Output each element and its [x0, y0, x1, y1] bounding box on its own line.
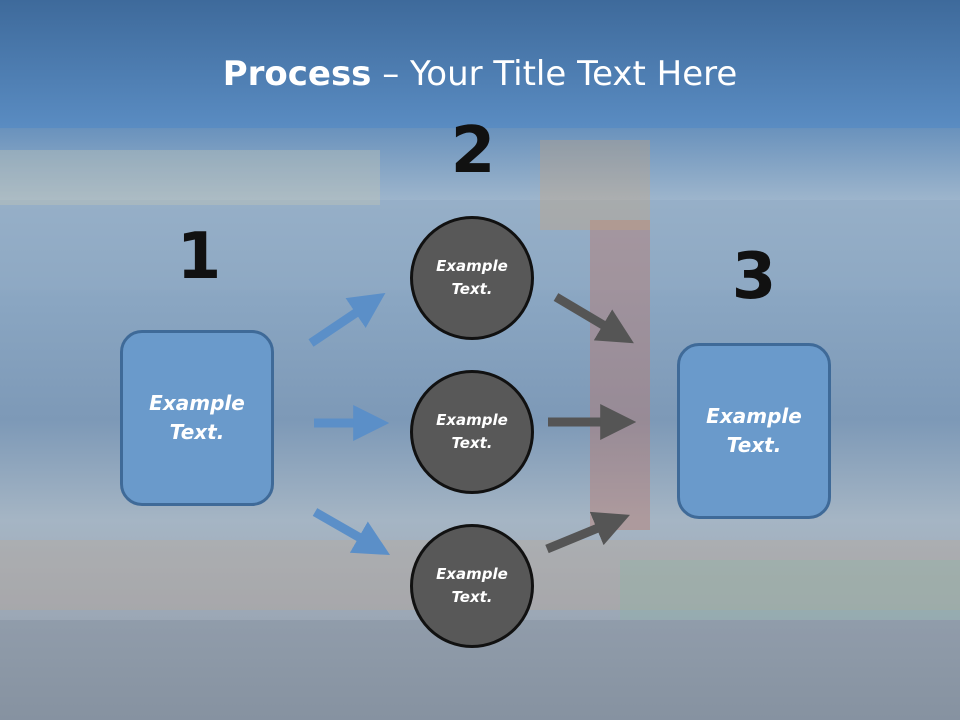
arrow-right-up-blue-icon: [308, 292, 386, 347]
title-band: [0, 0, 960, 128]
step-box-3: Example Text.: [677, 343, 831, 519]
process-circle-bottom: Example Text.: [410, 524, 534, 648]
arrow-right-down-blue-icon: [312, 508, 391, 556]
step-box-1: Example Text.: [120, 330, 274, 506]
circle-bottom-text: Example Text.: [436, 565, 508, 606]
step-number-2: 2: [450, 114, 496, 188]
step-number-1: 1: [176, 220, 222, 294]
title-rest: – Your Title Text Here: [371, 54, 738, 94]
circle-middle-text: Example Text.: [436, 411, 508, 452]
slide-title: Process – Your Title Text Here: [0, 52, 960, 96]
process-circle-top: Example Text.: [410, 216, 534, 340]
step-number-3: 3: [731, 240, 777, 314]
step-box-3-text: Example Text.: [706, 404, 802, 457]
arrow-right-up-gray-icon: [545, 511, 630, 554]
step-box-1-text: Example Text.: [149, 391, 245, 444]
title-bold: Process: [222, 54, 372, 94]
circle-top-text: Example Text.: [436, 257, 508, 298]
arrow-right-down-gray-icon: [553, 293, 634, 344]
process-circle-middle: Example Text.: [410, 370, 534, 494]
